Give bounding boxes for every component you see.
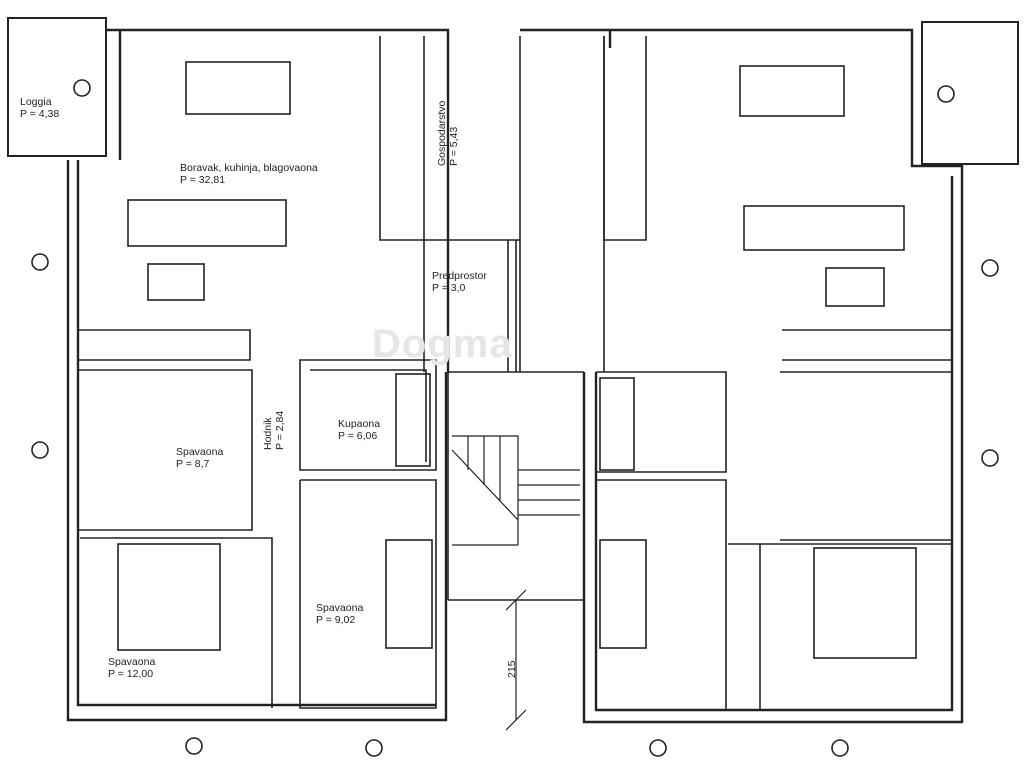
room-area: P = 2,84 [274,410,286,450]
room-area: P = 6,06 [338,430,378,442]
outer-wall-right [520,28,964,724]
window-marker [73,79,91,97]
kitchen-counter-right [743,205,905,251]
loggia-right [921,21,1019,165]
room-label-bath: Kupaona P = 6,06 [338,418,380,442]
window-marker [649,739,667,757]
room-label-bed3: Spavaona P = 12,00 [108,656,155,680]
room-label-bed1: Spavaona P = 8,7 [176,446,223,470]
room-area: P = 32,81 [180,174,226,186]
bed-left-single [385,539,433,649]
room-label-utility: Gospodarstvo P = 5,43 [436,101,460,166]
room-name: Predprostor [432,270,487,282]
dining-table-left [185,61,291,115]
bed-right-single [599,539,647,649]
room-name: Boravak, kuhinja, blagovaona [180,162,318,174]
window-marker [365,739,383,757]
outer-wall-left [66,28,450,722]
room-area: P = 4,38 [20,108,60,120]
window-marker [31,253,49,271]
room-name: Hodnik [262,417,274,450]
room-area: P = 3,0 [432,282,466,294]
room-name: Gospodarstvo [436,100,448,166]
bathtub-left [395,373,431,467]
window-marker [981,259,999,277]
window-marker [185,737,203,755]
bathtub-right [599,377,635,471]
interior-walls-left [78,36,437,709]
room-area: P = 8,7 [176,458,210,470]
room-area: P = 12,00 [108,668,154,680]
room-area: P = 9,02 [316,614,356,626]
window-marker [831,739,849,757]
room-label-hall: Predprostor P = 3,0 [432,270,487,294]
room-label-kitchen: Boravak, kuhinja, blagovaona P = 32,81 [180,162,318,186]
room-area: P = 5,43 [448,126,460,166]
room-label-loggia: Loggia P = 4,38 [20,96,59,120]
dimension-line [505,589,527,731]
room-name: Kupaona [338,418,381,430]
room-name: Spavaona [108,656,156,668]
utility-partitions [423,36,605,372]
interior-walls-right [596,36,953,710]
kitchen-island-right [825,267,885,307]
room-name: Spavaona [176,446,224,458]
dimension-label: 215 [506,660,518,678]
watermark: Dogma [372,322,513,366]
stair-flight [451,435,580,546]
room-label-corridor: Hodnik P = 2,84 [262,411,286,450]
bed-right [813,547,917,659]
kitchen-counter-left [127,199,287,247]
stair-core [447,371,585,601]
window-marker [981,449,999,467]
dining-table-right [739,65,845,117]
kitchen-island-left [147,263,205,301]
bed-left [117,543,221,651]
room-name: Loggia [20,96,52,108]
loggia-left [7,17,107,157]
window-marker [937,85,955,103]
room-name: Spavaona [316,602,364,614]
room-label-bed2: Spavaona P = 9,02 [316,602,363,626]
window-marker [31,441,49,459]
